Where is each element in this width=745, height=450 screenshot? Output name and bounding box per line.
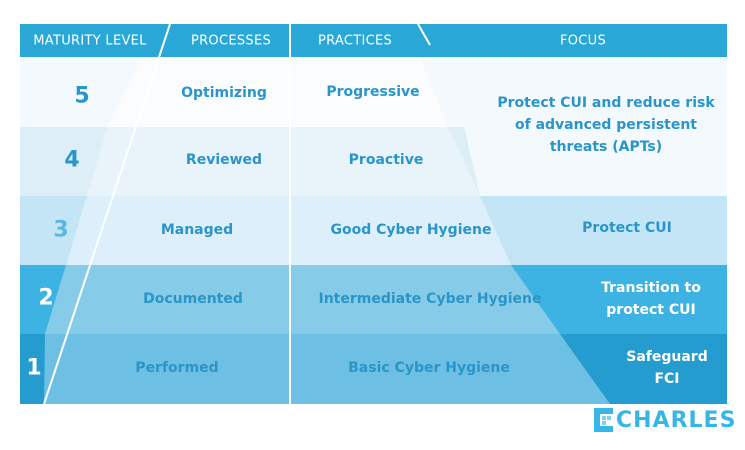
pyramid-band-4 bbox=[87, 127, 480, 196]
focus-level-2: Transition to protect CUI bbox=[601, 280, 701, 318]
divider-maturity-processes bbox=[43, 23, 171, 405]
header-practices: PRACTICES bbox=[317, 33, 393, 49]
logo-mark-icon bbox=[594, 408, 613, 432]
practice-intermediate-cyber-hygiene: Intermediate Cyber Hygiene bbox=[318, 291, 542, 307]
focus-band-4-5 bbox=[448, 57, 727, 196]
header-focus: FOCUS bbox=[559, 33, 607, 49]
focus-level-3: Protect CUI bbox=[582, 220, 672, 236]
process-managed: Managed bbox=[160, 222, 234, 238]
practice-good-cyber-hygiene: Good Cyber Hygiene bbox=[330, 222, 492, 238]
focus-level-1: Safeguard FCI bbox=[626, 349, 708, 387]
process-documented: Documented bbox=[143, 291, 243, 307]
pyramid-band-5 bbox=[107, 57, 448, 127]
level-number-4: 4 bbox=[64, 147, 80, 173]
header-maturity-level: MATURITY LEVEL bbox=[33, 33, 147, 49]
pyramid-band-3 bbox=[66, 196, 511, 265]
focus-levels-4-5: Protect CUI and reduce risk of advanced … bbox=[497, 95, 715, 155]
practice-proactive: Proactive bbox=[348, 152, 424, 168]
level-number-1: 1 bbox=[26, 355, 42, 381]
process-performed: Performed bbox=[135, 360, 219, 376]
process-optimizing: Optimizing bbox=[181, 85, 267, 101]
level-number-2: 2 bbox=[38, 285, 54, 311]
pyramid-band-2 bbox=[45, 265, 560, 334]
level-number-3: 3 bbox=[53, 217, 69, 243]
charles-logo: CHARLES bbox=[594, 406, 735, 438]
pyramid-band-1 bbox=[44, 334, 610, 404]
practice-basic-cyber-hygiene: Basic Cyber Hygiene bbox=[348, 360, 510, 376]
practice-progressive: Progressive bbox=[326, 84, 420, 100]
level-number-5: 5 bbox=[74, 83, 90, 109]
header-bar bbox=[20, 24, 727, 57]
header-processes: PROCESSES bbox=[190, 33, 272, 49]
divider-practices-focus bbox=[417, 23, 431, 46]
logo-text: CHARLES bbox=[616, 408, 737, 433]
process-reviewed: Reviewed bbox=[185, 152, 263, 168]
